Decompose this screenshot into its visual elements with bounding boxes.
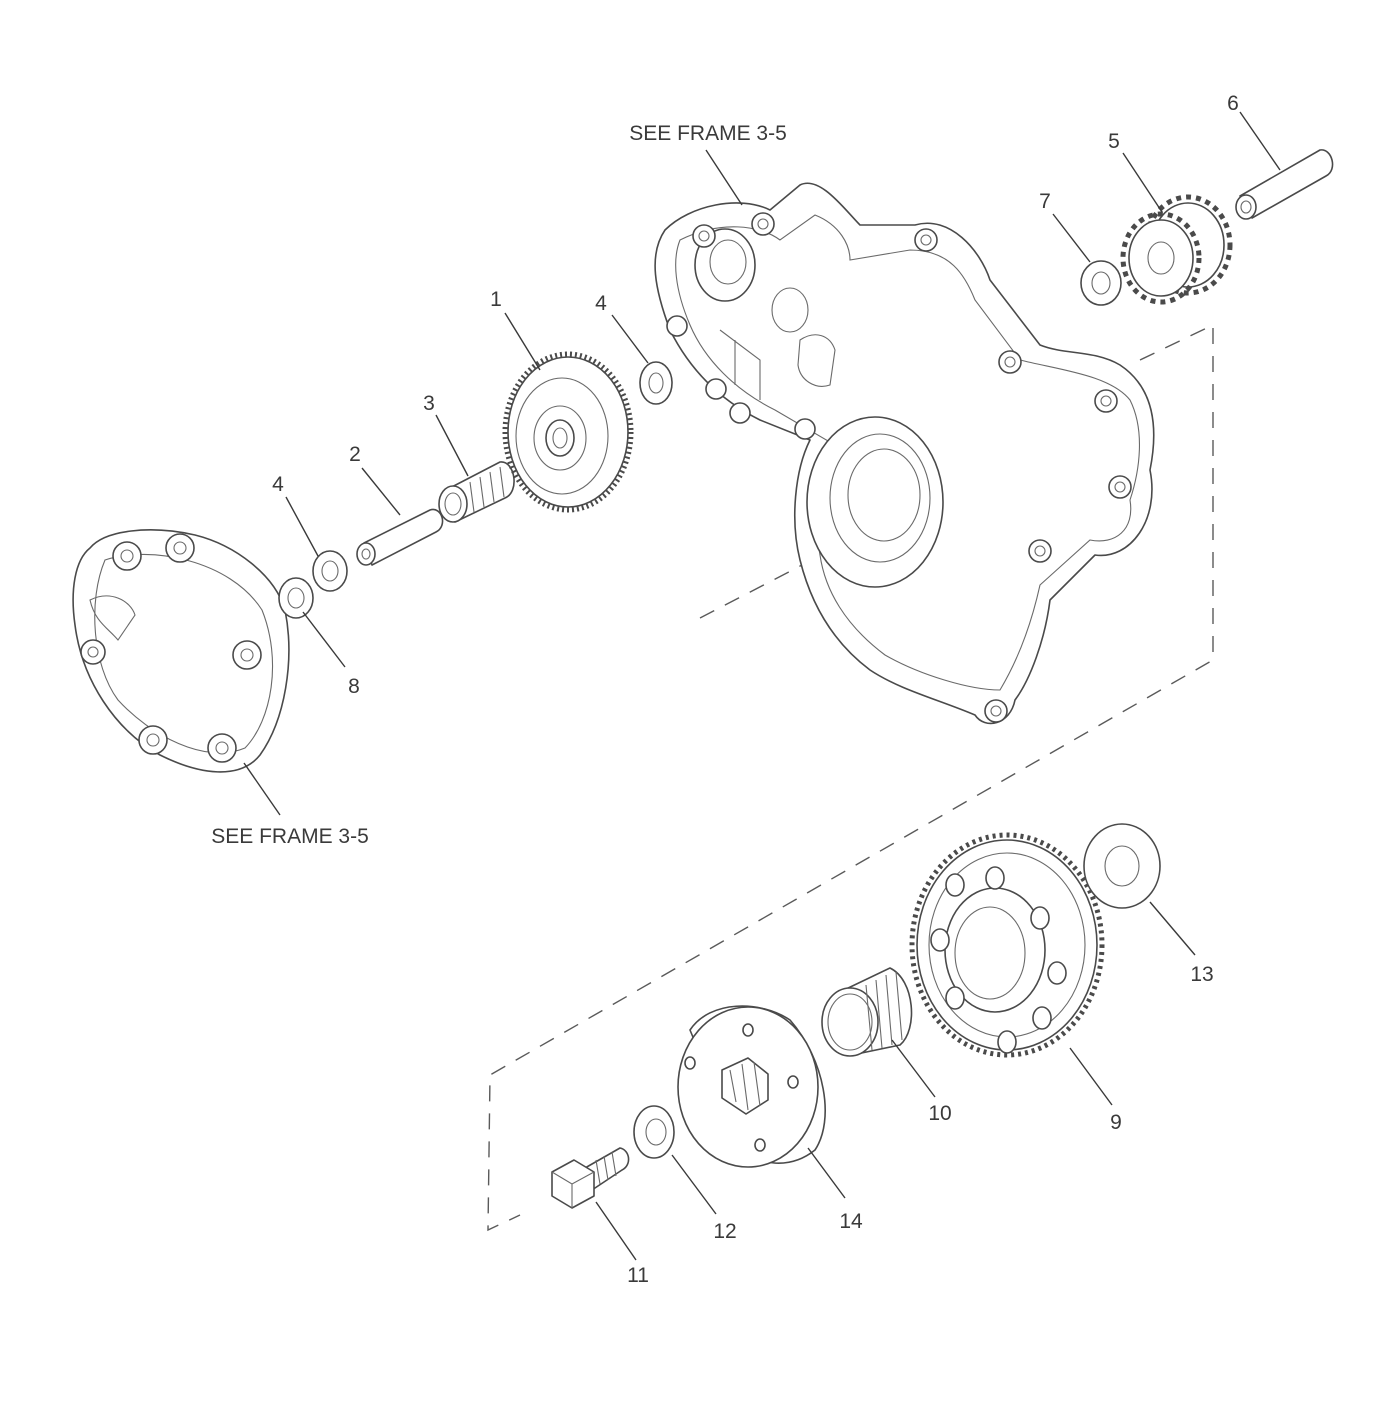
callout-4-left: 4 <box>272 473 284 496</box>
callout-5: 5 <box>1108 130 1120 153</box>
clutch-housing-14 <box>677 1005 826 1168</box>
crankcase-half <box>654 182 1155 725</box>
callout-14: 14 <box>839 1210 863 1233</box>
leader-10 <box>891 1039 936 1098</box>
washer-7 <box>1080 260 1122 306</box>
callout-9: 9 <box>1110 1111 1122 1134</box>
leader-see-frame-top <box>705 149 743 206</box>
leader-5 <box>1122 152 1163 213</box>
callout-2: 2 <box>349 443 361 466</box>
callout-11: 11 <box>627 1264 649 1287</box>
leader-8 <box>302 611 346 668</box>
see-frame-top-label: SEE FRAME 3-5 <box>629 122 787 145</box>
clutch-gear-9 <box>909 832 1105 1058</box>
washer-8 <box>278 577 314 619</box>
callout-3: 3 <box>423 392 435 415</box>
see-frame-bottom-label: SEE FRAME 3-5 <box>211 825 369 848</box>
callout-10: 10 <box>928 1102 951 1125</box>
reference-labels: SEE FRAME 3-5 SEE FRAME 3-5 <box>211 122 787 848</box>
washer-4-left <box>312 550 348 592</box>
bolt-11 <box>551 1147 630 1209</box>
washer-12 <box>633 1105 675 1159</box>
pinion-gear-5 <box>1120 194 1233 305</box>
leader-14 <box>807 1147 846 1199</box>
leader-lines <box>243 111 1281 1261</box>
leader-2 <box>361 467 401 516</box>
leader-13 <box>1149 901 1196 956</box>
leader-12 <box>671 1154 717 1215</box>
shaft-6 <box>1235 149 1334 220</box>
side-cover <box>72 529 290 773</box>
needle-bearing-3 <box>438 461 515 523</box>
leader-4a <box>285 496 319 557</box>
callout-labels: 1 2 3 4 4 5 6 7 8 9 10 11 12 13 14 <box>272 92 1239 1287</box>
dashed-line-starter-train <box>487 323 1214 1232</box>
leader-4b <box>611 314 649 364</box>
leader-6 <box>1239 111 1281 171</box>
leader-see-frame-bottom <box>243 762 281 816</box>
callout-12: 12 <box>713 1220 736 1243</box>
callout-13: 13 <box>1190 963 1213 986</box>
leader-3 <box>435 414 469 477</box>
callout-6: 6 <box>1227 92 1239 115</box>
callout-8: 8 <box>348 675 360 698</box>
callout-1: 1 <box>490 288 502 311</box>
washer-13 <box>1083 823 1161 909</box>
callout-4-right: 4 <box>595 292 607 315</box>
one-way-clutch-10 <box>821 967 913 1057</box>
leader-1 <box>504 312 541 371</box>
shaft-2 <box>356 508 444 566</box>
leader-11 <box>595 1201 637 1261</box>
callout-7: 7 <box>1039 190 1051 213</box>
washer-4-right <box>639 361 673 405</box>
leader-7 <box>1052 213 1091 263</box>
idler-gear-1 <box>502 351 634 513</box>
leader-9 <box>1069 1047 1113 1106</box>
